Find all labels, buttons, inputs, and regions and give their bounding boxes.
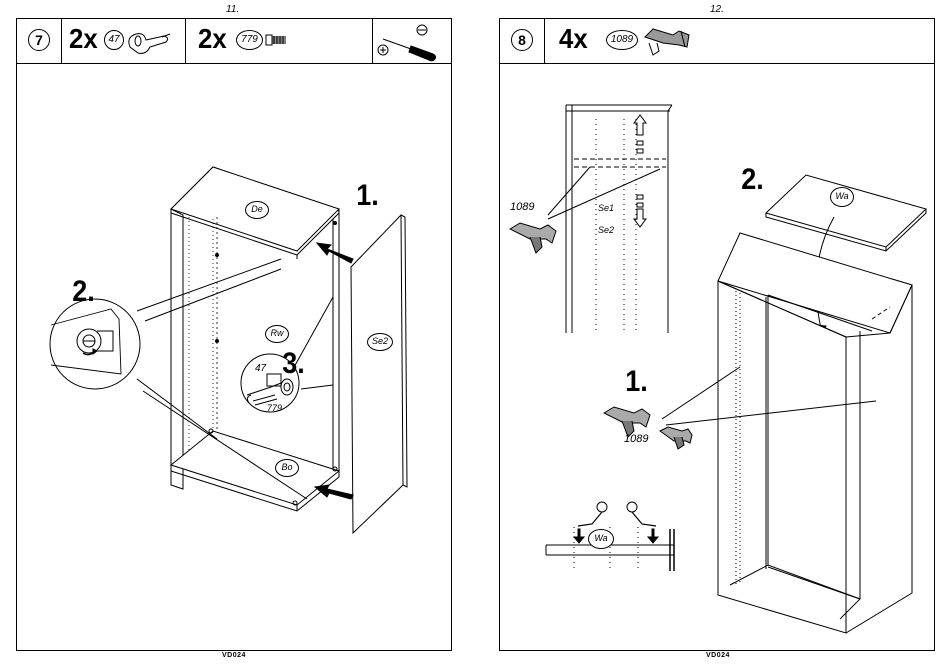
side-panel-edge — [566, 105, 572, 333]
step-8-illustration — [500, 19, 936, 652]
side-panel-se2 — [351, 215, 403, 533]
footer-code: VD024 — [706, 652, 730, 659]
bottom-panel — [171, 431, 339, 505]
detail-part-number: 47 — [255, 363, 266, 374]
panel-label-top: De — [245, 201, 269, 219]
callout-step-2: 2. — [72, 275, 95, 309]
panel-label-shelf: Wa — [830, 187, 854, 207]
panel-label-side: Se2 — [367, 333, 393, 351]
panel-label-side-2: Se2 — [598, 225, 614, 235]
part-label-lower: 1089 — [624, 433, 648, 445]
detail-circle-cam-lock — [50, 299, 140, 389]
instruction-page-left: 7 2x 47 2x 779 — [16, 18, 452, 651]
detail-part-number: 779 — [267, 403, 282, 413]
carcass-side-panel — [171, 209, 183, 489]
page-number: 11. — [226, 4, 239, 15]
page-number: 12. — [710, 4, 724, 15]
callout-step-3: 3. — [282, 347, 305, 381]
callout-step-1: 1. — [625, 365, 648, 399]
callout-step-1: 1. — [356, 179, 379, 213]
panel-label-shelf-small: Wa — [588, 529, 614, 549]
panel-label-back: Rw — [265, 325, 289, 343]
callout-step-2: 2. — [741, 163, 764, 197]
part-label-upper: 1089 — [510, 201, 534, 213]
panel-label-bottom: Bo — [275, 459, 299, 477]
panel-label-side-1: Se1 — [598, 203, 614, 213]
instruction-page-right: 8 4x 1089 — [499, 18, 935, 651]
footer-code: VD024 — [222, 652, 246, 659]
